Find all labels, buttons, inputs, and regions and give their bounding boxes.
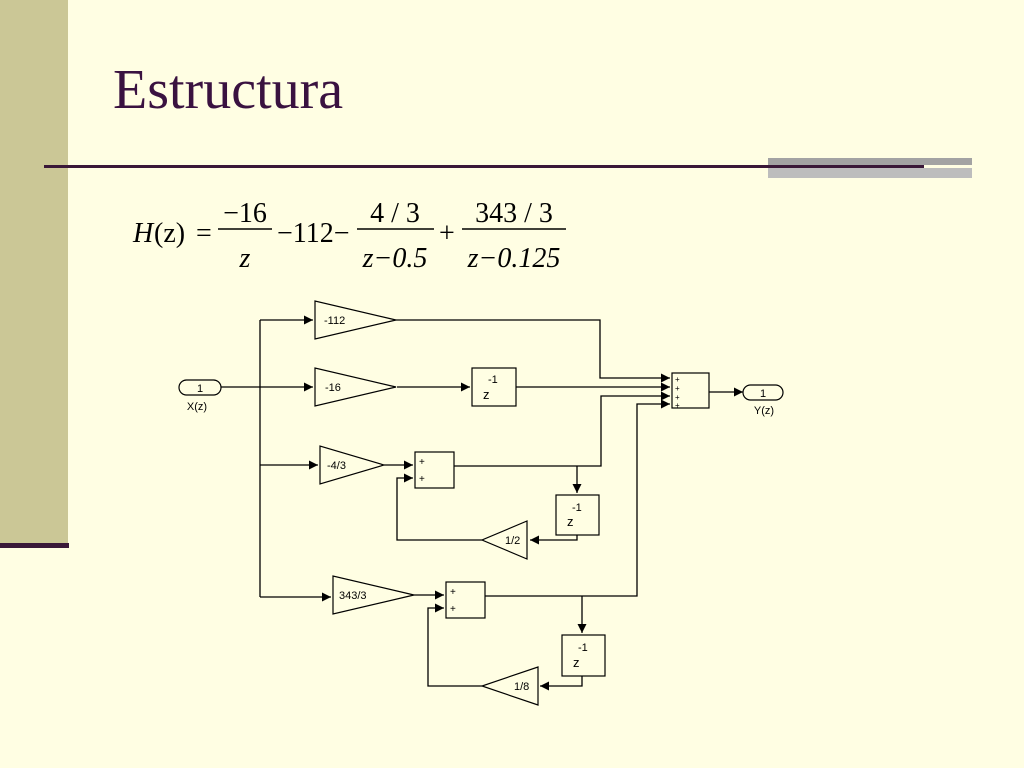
gain-112-label: -112 xyxy=(324,315,345,327)
sidebar-base-line xyxy=(0,543,69,548)
sum-block-1: + + xyxy=(414,451,455,489)
formula-lhs-arg: (z) xyxy=(154,218,185,249)
unit-delay-2-power: -1 xyxy=(572,502,582,514)
term4-numerator: 343 / 3 xyxy=(475,198,553,229)
rule-accent-top xyxy=(768,158,972,165)
formula-plus: + xyxy=(439,218,455,249)
sum-out-plus-1: + xyxy=(675,375,680,384)
gain-343-3: 343/3 xyxy=(332,575,415,615)
sum-block-2: + + xyxy=(445,581,486,619)
formula-lhs: H xyxy=(132,218,155,249)
gain-16-label: -16 xyxy=(325,382,341,394)
gain-343-3-label: 343/3 xyxy=(339,590,367,602)
gain-4-3: -4/3 xyxy=(319,445,387,485)
term3-numerator: 4 / 3 xyxy=(370,198,420,229)
slide-title: Estructura xyxy=(113,59,344,121)
sum-1-plus-bottom: + xyxy=(419,474,425,485)
term4-denominator: z−0.125 xyxy=(467,243,561,274)
gain-112: -112 xyxy=(314,300,397,340)
sum-out-plus-3: + xyxy=(675,393,680,402)
input-port-label: X(z) xyxy=(187,401,207,413)
output-port: 1 Y(z) xyxy=(742,384,784,417)
sum-out-plus-4: + xyxy=(675,401,680,410)
feedback-gain-1-2-label: 1/2 xyxy=(505,535,520,547)
term1-denominator: z xyxy=(239,243,251,274)
unit-delay-3: -1 z xyxy=(561,634,606,677)
sidebar-strip xyxy=(0,0,68,546)
input-port-number: 1 xyxy=(197,383,203,395)
unit-delay-1: -1 z xyxy=(471,367,517,407)
output-port-label: Y(z) xyxy=(754,405,774,417)
transfer-function-formula: H (z) = −16 z −112− 4 / 3 z−0.5 + 343 / … xyxy=(132,198,566,274)
feedback-gain-1-8-label: 1/8 xyxy=(514,681,529,693)
output-port-number: 1 xyxy=(760,388,766,400)
feedback-gain-1-8: 1/8 xyxy=(480,666,539,706)
signal-lines xyxy=(221,315,743,691)
gain-4-3-label: -4/3 xyxy=(327,460,346,472)
unit-delay-3-var: z xyxy=(573,655,580,670)
sum-block-output: + + + + xyxy=(671,372,710,410)
sum-2-plus-top: + xyxy=(450,587,456,598)
unit-delay-3-power: -1 xyxy=(578,642,588,654)
term2-constant: −112− xyxy=(277,218,350,249)
term3-denominator: z−0.5 xyxy=(362,243,428,274)
gain-16: -16 xyxy=(314,367,397,407)
title-rule xyxy=(44,165,924,168)
formula-equals: = xyxy=(196,218,212,249)
term1-numerator: −16 xyxy=(223,198,267,229)
unit-delay-2: -1 z xyxy=(555,494,600,536)
unit-delay-1-var: z xyxy=(483,387,490,402)
unit-delay-1-power: -1 xyxy=(488,374,498,386)
sum-1-plus-top: + xyxy=(419,457,425,468)
unit-delay-2-var: z xyxy=(567,514,574,529)
feedback-gain-1-2: 1/2 xyxy=(480,520,528,560)
input-port: 1 X(z) xyxy=(178,379,222,413)
sum-out-plus-2: + xyxy=(675,384,680,393)
rule-accent-bottom xyxy=(768,168,972,178)
sum-2-plus-bottom: + xyxy=(450,604,456,615)
